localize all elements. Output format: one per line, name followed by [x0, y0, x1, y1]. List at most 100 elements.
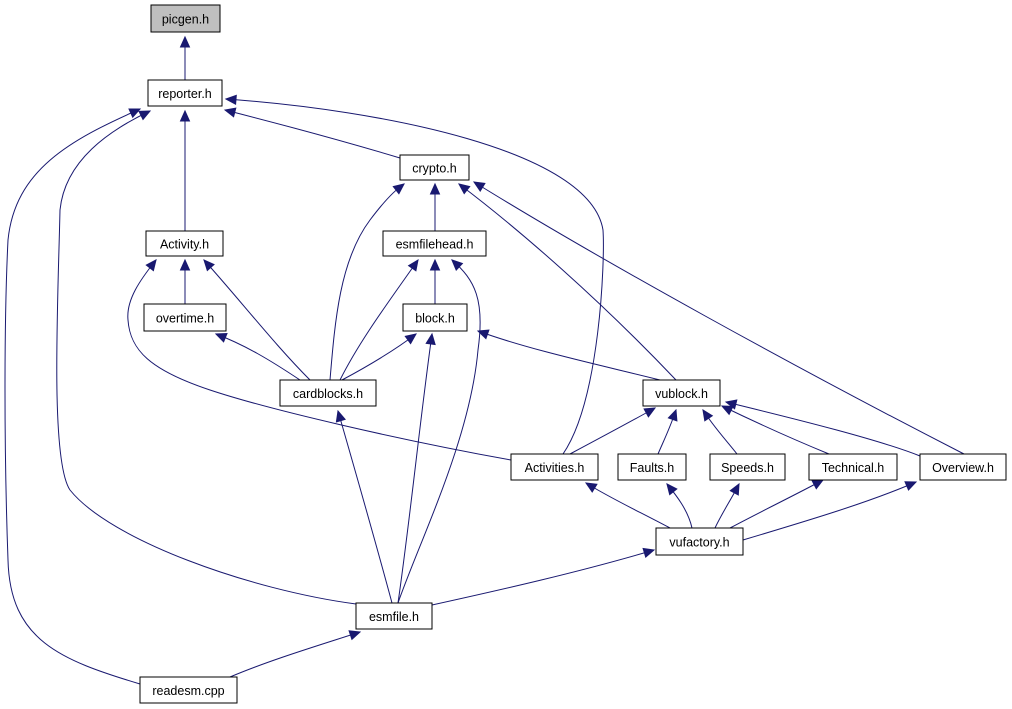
arrowhead-icon [476, 329, 490, 340]
node-reporter[interactable]: reporter.h [147, 79, 223, 107]
node-box[interactable] [139, 676, 238, 704]
arrowhead-icon [811, 479, 825, 490]
node-label: vublock.h [655, 387, 708, 401]
arrowhead-icon [128, 108, 142, 119]
edge-line [585, 482, 671, 529]
node-label: Activity.h [160, 238, 209, 252]
node-box[interactable] [399, 154, 470, 181]
node-box[interactable] [617, 453, 687, 481]
edge-line [729, 479, 824, 529]
arrowhead-icon [642, 547, 656, 558]
edge-esmfile-to-reporter [56, 110, 357, 605]
node-box[interactable] [382, 230, 487, 257]
arrowhead-icon [335, 409, 346, 423]
edge-line [127, 259, 512, 461]
arrowhead-icon [425, 332, 436, 346]
edge-cardblocks-to-esmfilehead [339, 258, 419, 381]
node-picgen[interactable]: picgen.h [150, 4, 221, 33]
node-label: reporter.h [158, 87, 212, 101]
node-crypto[interactable]: crypto.h [399, 154, 470, 181]
edge-activity-to-reporter [179, 109, 191, 231]
edge-vublock-to-crypto [458, 183, 677, 381]
node-box[interactable] [145, 230, 224, 257]
edge-line [229, 631, 361, 678]
edge-line [215, 333, 301, 381]
edge-line [458, 183, 677, 381]
node-vublock[interactable]: vublock.h [642, 379, 721, 407]
node-label: vufactory.h [669, 536, 729, 550]
node-label: overtime.h [156, 312, 214, 326]
edge-esmfile-to-block [397, 332, 436, 604]
arrowhead-icon [179, 35, 191, 48]
edge-line [225, 98, 604, 455]
edge-line [742, 481, 917, 541]
node-overview[interactable]: Overview.h [919, 453, 1007, 481]
edge-speeds-to-vublock [702, 408, 738, 455]
node-box[interactable] [143, 303, 227, 332]
node-box[interactable] [402, 303, 468, 332]
arrowhead-icon [724, 399, 738, 410]
edge-line [339, 259, 419, 381]
node-box[interactable] [147, 79, 223, 107]
node-activity[interactable]: Activity.h [145, 230, 224, 257]
arrowhead-icon [729, 482, 740, 496]
arrowhead-icon [720, 405, 734, 416]
edge-vufactory-to-overview [742, 481, 918, 541]
node-readesm[interactable]: readesm.cpp [139, 676, 238, 704]
node-box[interactable] [279, 379, 377, 407]
node-label: Speeds.h [721, 461, 774, 475]
arrowhead-icon [224, 94, 237, 106]
arrowhead-icon [584, 482, 598, 493]
node-box[interactable] [510, 453, 599, 481]
node-box[interactable] [355, 602, 433, 630]
node-box[interactable] [919, 453, 1007, 481]
arrowhead-icon [666, 483, 678, 496]
edge-activities-to-activity [127, 259, 512, 461]
edge-reporter-to-picgen [179, 35, 191, 80]
node-cardblocks[interactable]: cardblocks.h [279, 379, 377, 407]
node-block[interactable]: block.h [402, 303, 468, 332]
node-technical[interactable]: Technical.h [808, 453, 898, 481]
edge-overview-to-crypto [472, 181, 965, 455]
arrowhead-icon [451, 259, 464, 272]
node-box[interactable] [150, 4, 221, 33]
node-faults[interactable]: Faults.h [617, 453, 687, 481]
node-box[interactable] [642, 379, 721, 407]
arrowhead-icon [429, 182, 441, 195]
node-box[interactable] [709, 453, 786, 481]
node-activities[interactable]: Activities.h [510, 453, 599, 481]
arrowhead-icon [145, 259, 157, 272]
edge-line [431, 549, 655, 606]
edge-line [397, 333, 433, 604]
edge-line [224, 109, 401, 159]
arrowhead-icon [429, 258, 441, 271]
edge-line [4, 108, 141, 685]
edge-vublock-to-block [476, 329, 661, 381]
graph-edges [4, 35, 965, 685]
node-box[interactable] [808, 453, 898, 481]
node-speeds[interactable]: Speeds.h [709, 453, 786, 481]
node-label: Technical.h [822, 461, 885, 475]
edge-technical-to-vublock [720, 405, 830, 455]
node-vufactory[interactable]: vufactory.h [655, 527, 744, 556]
node-esmfilehead[interactable]: esmfilehead.h [382, 230, 487, 257]
node-overtime[interactable]: overtime.h [143, 303, 227, 332]
edge-line [721, 405, 830, 455]
arrowhead-icon [407, 258, 419, 272]
arrowhead-icon [214, 332, 228, 343]
node-label: Faults.h [630, 461, 675, 475]
node-box[interactable] [655, 527, 744, 556]
arrowhead-icon [179, 258, 191, 271]
edge-cardblocks-to-activity [203, 259, 311, 381]
node-esmfile[interactable]: esmfile.h [355, 602, 433, 630]
edge-line [203, 259, 311, 381]
arrowhead-icon [223, 107, 237, 118]
edge-readesm-to-reporter [4, 108, 142, 685]
arrowhead-icon [643, 407, 657, 418]
edge-esmfile-to-vufactory [431, 547, 656, 606]
arrowhead-icon [404, 333, 417, 345]
arrowhead-icon [392, 183, 405, 195]
edge-readesm-to-esmfile [229, 630, 362, 678]
edge-line [477, 330, 661, 381]
edge-crypto-to-reporter [223, 107, 401, 159]
